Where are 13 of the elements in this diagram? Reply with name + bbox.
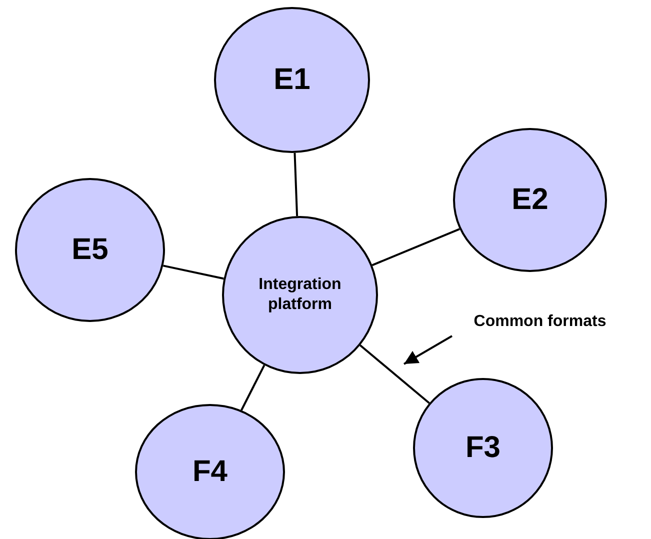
connector-line bbox=[162, 264, 224, 280]
node-label: Integration platform bbox=[258, 275, 342, 315]
node-label: E5 bbox=[72, 232, 108, 268]
node-label: E1 bbox=[274, 62, 310, 98]
connector-line bbox=[294, 152, 298, 216]
connector-line bbox=[404, 335, 452, 365]
connector-line bbox=[240, 364, 266, 411]
annotation-text: Common formats bbox=[474, 312, 606, 332]
node-label: F4 bbox=[192, 454, 228, 490]
connector-line bbox=[372, 228, 460, 266]
connector-line bbox=[360, 344, 430, 404]
node-label: F3 bbox=[465, 430, 500, 466]
node-label: E2 bbox=[512, 182, 548, 218]
